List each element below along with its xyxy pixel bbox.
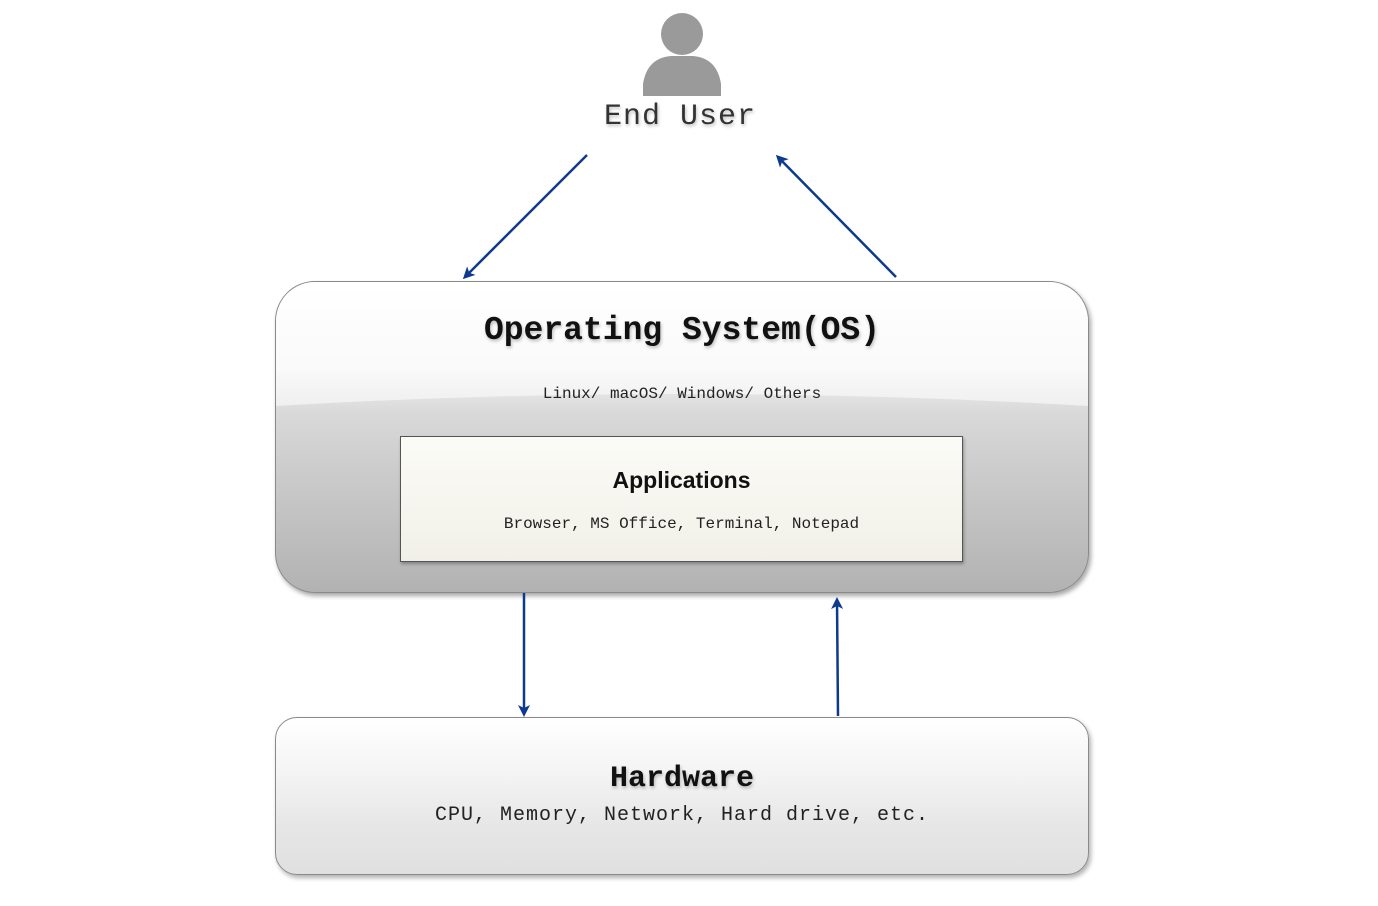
applications-title: Applications bbox=[612, 467, 751, 493]
hardware-box: Hardware CPU, Memory, Network, Hard driv… bbox=[275, 717, 1089, 875]
end-user-label: End User bbox=[603, 100, 757, 134]
applications-subtitle: Browser, MS Office, Terminal, Notepad bbox=[503, 515, 860, 533]
applications-box: Applications Browser, MS Office, Termina… bbox=[400, 436, 963, 562]
os-title: Operating System(OS) bbox=[483, 312, 881, 349]
user-icon bbox=[643, 13, 721, 96]
user-icon-body bbox=[643, 56, 721, 96]
user-icon-head bbox=[661, 13, 703, 55]
arrow-hardware-to-os bbox=[831, 597, 844, 717]
hardware-title: Hardware bbox=[609, 762, 755, 796]
arrow-os-to-user bbox=[775, 154, 897, 278]
os-box-gloss bbox=[276, 282, 1088, 406]
os-subtitle: Linux/ macOS/ Windows/ Others bbox=[542, 385, 822, 403]
arrow-user-to-os bbox=[462, 154, 588, 280]
hardware-subtitle: CPU, Memory, Network, Hard drive, etc. bbox=[434, 804, 930, 827]
